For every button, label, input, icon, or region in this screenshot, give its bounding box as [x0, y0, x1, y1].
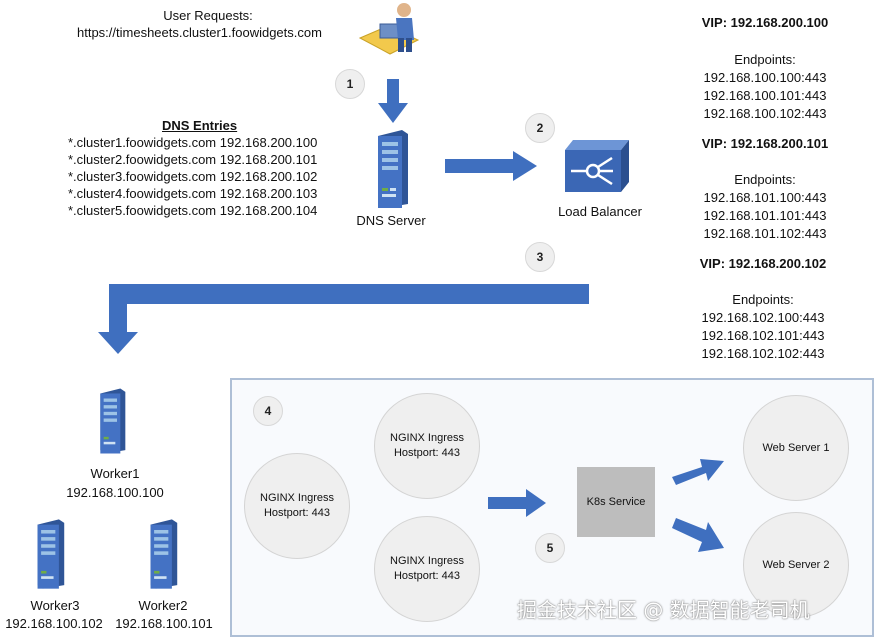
dns-entry: *.cluster2.foowidgets.com 192.168.200.10… — [68, 152, 318, 167]
ingress-port: Hostport: 443 — [393, 570, 461, 582]
endpoint: 192.168.101.102:443 — [703, 226, 827, 241]
dns-entry: *.cluster1.foowidgets.com 192.168.200.10… — [68, 135, 318, 150]
vip-title: VIP: 192.168.200.101 — [701, 136, 829, 151]
worker-ip: 192.168.100.101 — [115, 616, 213, 631]
endpoint: 192.168.102.101:443 — [701, 328, 825, 343]
web-server-pod: Web Server 1 — [743, 395, 849, 501]
dns-server-label: DNS Server — [356, 213, 426, 228]
worker-name: Worker1 — [90, 466, 140, 481]
k8s-service-box: K8s Service — [577, 467, 655, 537]
load-balancer-icon — [565, 140, 629, 192]
arrow-ingress-to-service-icon — [488, 489, 546, 517]
dns-entry: *.cluster3.foowidgets.com 192.168.200.10… — [68, 169, 318, 184]
endpoints-label: Endpoints: — [734, 52, 796, 67]
endpoint: 192.168.102.102:443 — [701, 346, 825, 361]
ingress-name: NGINX Ingress — [260, 492, 334, 504]
watermark: 掘金技术社区 @ 数据智能老司机 — [517, 598, 810, 622]
endpoint: 192.168.101.100:443 — [703, 190, 827, 205]
web-server-name: Web Server 1 — [762, 441, 830, 454]
vip-endpoints: Endpoints: 192.168.102.100:443 192.168.1… — [688, 291, 838, 362]
arrow-lb-to-worker-icon — [98, 284, 589, 354]
dns-entry: *.cluster5.foowidgets.com 192.168.200.10… — [68, 203, 318, 218]
vip-endpoints: Endpoints: 192.168.101.100:443 192.168.1… — [690, 171, 840, 242]
worker-name: Worker2 — [138, 598, 188, 613]
ingress-pod: NGINX Ingress Hostport: 443 — [374, 393, 480, 499]
arrow-user-to-dns-icon — [378, 79, 408, 123]
step-badge-5: 5 — [535, 533, 565, 563]
endpoint: 192.168.100.102:443 — [703, 106, 827, 121]
ingress-port: Hostport: 443 — [393, 447, 461, 459]
arrow-dns-to-lb-icon — [445, 151, 537, 181]
endpoint: 192.168.100.100:443 — [703, 70, 827, 85]
vip-endpoints: Endpoints: 192.168.100.100:443 192.168.1… — [690, 51, 840, 122]
arrow-service-to-web2-icon — [672, 518, 724, 552]
step-badge-2: 2 — [525, 113, 555, 143]
vip-title: VIP: 192.168.200.102 — [699, 256, 827, 271]
endpoint: 192.168.102.100:443 — [701, 310, 825, 325]
worker-ip: 192.168.100.102 — [5, 616, 103, 631]
dns-server-icon — [378, 130, 408, 208]
load-balancer-label: Load Balancer — [558, 204, 642, 219]
user-requests-title: User Requests: — [163, 8, 253, 23]
ingress-name: NGINX Ingress — [390, 432, 464, 444]
vip-title: VIP: 192.168.200.100 — [701, 15, 829, 30]
endpoint: 192.168.100.101:443 — [703, 88, 827, 103]
ingress-name: NGINX Ingress — [390, 555, 464, 567]
ingress-pod: NGINX Ingress Hostport: 443 — [374, 516, 480, 622]
worker1-server-icon — [100, 388, 126, 454]
worker-ip: 192.168.100.100 — [66, 485, 164, 500]
endpoints-label: Endpoints: — [732, 292, 794, 307]
endpoint: 192.168.101.101:443 — [703, 208, 827, 223]
worker2-server-icon — [150, 519, 178, 589]
dns-entry: *.cluster4.foowidgets.com 192.168.200.10… — [68, 186, 318, 201]
web-server-pod: Web Server 2 — [743, 512, 849, 618]
worker3-server-icon — [37, 519, 65, 589]
worker-name: Worker3 — [30, 598, 80, 613]
dns-entries-heading: DNS Entries — [162, 118, 238, 133]
ingress-port: Hostport: 443 — [263, 507, 331, 519]
arrow-service-to-web1-icon — [672, 459, 724, 485]
user-requests-url: https://timesheets.cluster1.foowidgets.c… — [77, 25, 322, 40]
step-badge-1: 1 — [335, 69, 365, 99]
step-badge-3: 3 — [525, 242, 555, 272]
web-server-name: Web Server 2 — [762, 558, 830, 571]
endpoints-label: Endpoints: — [734, 172, 796, 187]
user-icon — [358, 3, 420, 55]
ingress-pod: NGINX Ingress Hostport: 443 — [244, 453, 350, 559]
step-badge-4: 4 — [253, 396, 283, 426]
